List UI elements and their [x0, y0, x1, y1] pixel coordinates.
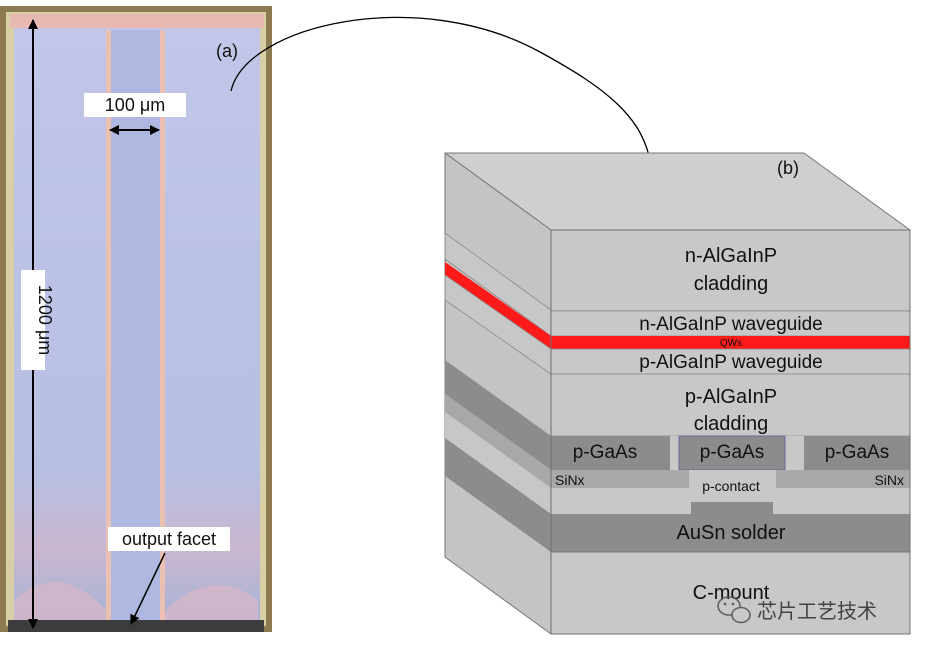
- panel-b-label: (b): [777, 158, 799, 178]
- pgaas-center-label: p-GaAs: [700, 442, 764, 463]
- sinx-left: [551, 470, 689, 488]
- length-label-box: [21, 270, 45, 370]
- front-ausn: [551, 514, 910, 552]
- pgaas-right-label: p-GaAs: [825, 442, 889, 463]
- width-label: 100 μm: [105, 95, 165, 115]
- sinx-right: [776, 470, 910, 488]
- ridge-stripe-left: [106, 30, 111, 620]
- front-qw: [551, 336, 910, 349]
- contact-pad: [691, 502, 773, 514]
- chip-bottom-fringe-right: [164, 585, 258, 620]
- chip-facet-edge: [8, 620, 264, 632]
- pgaas-center-block: [678, 435, 786, 471]
- width-label-box: [84, 93, 186, 117]
- qws-label: QWs: [720, 338, 742, 349]
- wechat-icon: [717, 596, 751, 624]
- p-waveguide-label: p-AlGaInP waveguide: [639, 352, 822, 373]
- p-contact-label: p-contact: [702, 478, 760, 494]
- ridge-stripe-right: [160, 30, 165, 620]
- front-cmount: [550, 551, 911, 635]
- chip-top-band: [10, 14, 264, 28]
- front-n-cladding: [550, 229, 911, 312]
- length-label: 1200 μm: [35, 285, 55, 355]
- front-n-waveguide: [550, 310, 911, 337]
- left-band-pgaas: [445, 360, 551, 470]
- stack-front-outline: [550, 229, 911, 635]
- sinx-right-label: SiNx: [874, 472, 904, 488]
- pgaas-left-block: [551, 436, 670, 470]
- p-cladding-label-1: p-AlGaInP: [685, 386, 777, 408]
- p-cladding-label-2: cladding: [694, 413, 769, 435]
- cmount-label: C-mount: [693, 582, 770, 604]
- watermark-text: 芯片工艺技术: [757, 599, 877, 623]
- pgaas-left-label: p-GaAs: [573, 442, 637, 463]
- facet-label-box: [108, 527, 230, 551]
- ausn-label: AuSn solder: [677, 522, 786, 544]
- layer-stack: [444, 152, 911, 635]
- n-waveguide-label: n-AlGaInP waveguide: [639, 314, 822, 335]
- left-band-qw: [445, 262, 551, 349]
- left-band-ausn: [445, 438, 551, 552]
- left-band-contact: [445, 412, 551, 514]
- facet-arrow: [130, 552, 166, 625]
- facet-label: output facet: [122, 529, 216, 549]
- panel-a-label: (a): [216, 41, 238, 61]
- pgaas-right-block: [804, 436, 910, 470]
- n-cladding-label-2: cladding: [694, 273, 769, 295]
- sinx-left-label: SiNx: [555, 472, 585, 488]
- connector-arrow: [230, 16, 655, 168]
- front-p-waveguide: [550, 348, 911, 375]
- n-cladding-label-1: n-AlGaInP: [685, 245, 777, 267]
- left-band-sinx: [445, 394, 551, 488]
